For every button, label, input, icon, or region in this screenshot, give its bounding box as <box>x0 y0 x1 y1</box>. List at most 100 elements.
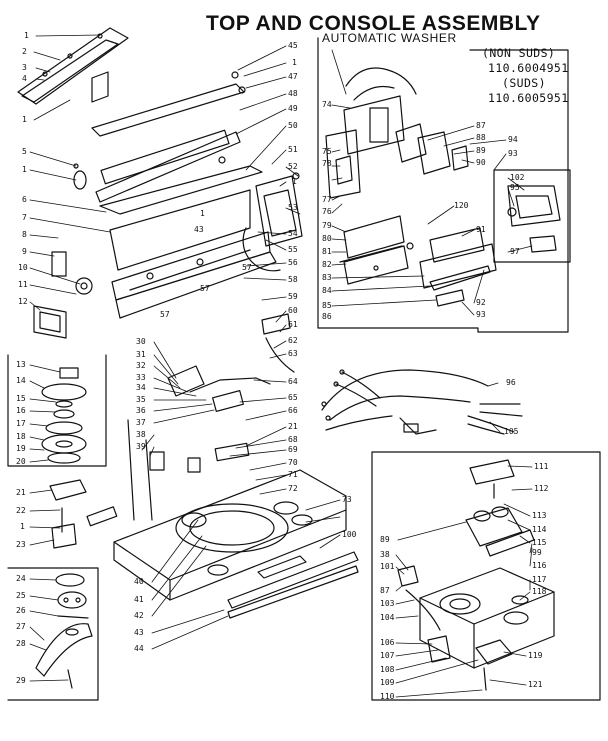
part-callout: 51 <box>288 145 298 154</box>
part-callout: 89 <box>476 146 486 155</box>
part-callout: 61 <box>288 320 298 329</box>
part-callout: 17 <box>16 419 26 428</box>
dispenser-valve <box>493 169 571 263</box>
washer-top-panel <box>113 469 347 601</box>
part-callout: 108 <box>380 665 395 674</box>
part-callout: 29 <box>16 676 26 685</box>
part-callout: 114 <box>532 525 547 534</box>
timer-and-switches <box>33 163 93 339</box>
part-callout: 88 <box>476 133 486 142</box>
part-callout: 31 <box>136 350 146 359</box>
part-callout: 111 <box>534 462 549 471</box>
part-callout: 107 <box>380 651 395 660</box>
water-level-switch <box>339 215 497 307</box>
part-callout: 16 <box>16 406 26 415</box>
part-callout: 28 <box>16 639 26 648</box>
part-callout: 118 <box>532 587 547 596</box>
part-callout: 42 <box>134 611 144 620</box>
clutch-stack <box>41 367 87 464</box>
part-callout: 21 <box>16 488 26 497</box>
part-callout: 37 <box>136 418 146 427</box>
part-callout: 49 <box>288 104 298 113</box>
part-callout: 11 <box>18 280 28 289</box>
part-callout: 12 <box>18 297 28 306</box>
part-callout: 73 <box>342 495 352 504</box>
part-callout: 78 <box>322 159 332 168</box>
part-callout: 97 <box>510 247 520 256</box>
part-callout: 57 <box>160 310 170 319</box>
part-callout: 69 <box>288 445 298 454</box>
lid-hinge-inset-frame <box>7 567 99 701</box>
motor-bracket-inset-frame <box>371 451 601 701</box>
part-callout: 62 <box>288 336 298 345</box>
part-callout: 1 <box>24 31 29 40</box>
part-callout: 43 <box>134 628 144 637</box>
part-callout: 90 <box>476 158 486 167</box>
part-callout: 89 <box>380 535 390 544</box>
part-callout: 23 <box>16 540 26 549</box>
part-callout: 50 <box>288 121 298 130</box>
diagram-title: TOP AND CONSOLE ASSEMBLY <box>206 12 541 35</box>
part-callout: 33 <box>136 373 146 382</box>
transmission-inset-frame <box>7 354 107 467</box>
part-callout: 77 <box>322 195 332 204</box>
part-callout: 19 <box>16 444 26 453</box>
part-callout: 104 <box>380 613 395 622</box>
part-callout: 4 <box>22 74 27 83</box>
part-callout: 110 <box>380 692 395 701</box>
part-callout: 92 <box>476 298 486 307</box>
part-callout: 83 <box>322 273 332 282</box>
part-callout: 68 <box>288 435 298 444</box>
part-callout: 99 <box>532 548 542 557</box>
part-callout: 36 <box>136 406 146 415</box>
part-callout: 25 <box>16 591 26 600</box>
part-callout: 72 <box>288 484 298 493</box>
part-callout: 30 <box>136 337 146 346</box>
part-callout: 24 <box>16 574 26 583</box>
part-callout: 35 <box>136 395 146 404</box>
part-callout: 63 <box>288 349 298 358</box>
part-callout: 53 <box>288 203 298 212</box>
part-callout: 101 <box>380 562 395 571</box>
part-callout: 7 <box>22 213 27 222</box>
part-callout: 32 <box>136 361 146 370</box>
part-callout: 1 <box>200 209 205 218</box>
part-callout: 20 <box>16 457 26 466</box>
part-callout: 21 <box>288 422 298 431</box>
part-callout: 84 <box>322 286 332 295</box>
part-callout: 38 <box>380 550 390 559</box>
model-number-suds: 110.6005951 <box>488 91 569 105</box>
part-callout: 14 <box>16 376 26 385</box>
part-callout: 96 <box>506 378 516 387</box>
part-callout: 18 <box>16 432 26 441</box>
part-callout: 100 <box>342 530 357 539</box>
part-callout: 1 <box>22 115 27 124</box>
part-callout: 2 <box>22 47 27 56</box>
part-callout: 86 <box>322 312 332 321</box>
part-callout: 121 <box>528 680 543 689</box>
part-callout: 103 <box>380 599 395 608</box>
part-callout: 15 <box>16 394 26 403</box>
part-callout: 56 <box>288 258 298 267</box>
part-callout: 82 <box>322 260 332 269</box>
part-callout: 52 <box>288 162 298 171</box>
lid-hinge <box>35 573 93 689</box>
part-callout: 109 <box>380 678 395 687</box>
part-callout: 45 <box>288 41 298 50</box>
motor-bracket <box>397 459 555 691</box>
automatic-washer-inset-frame <box>317 37 569 333</box>
part-callout: 105 <box>504 427 519 436</box>
part-callout: 6 <box>22 195 27 204</box>
part-callout: 116 <box>532 561 547 570</box>
part-callout: 94 <box>508 135 518 144</box>
part-callout: 93 <box>508 149 518 158</box>
part-callout: 1 <box>292 177 297 186</box>
part-callout: 91 <box>476 225 486 234</box>
part-callout: 95 <box>510 183 520 192</box>
part-callout: 13 <box>16 360 26 369</box>
part-callout: 65 <box>288 393 298 402</box>
part-callout: 9 <box>22 247 27 256</box>
part-callout: 39 <box>136 442 146 451</box>
part-callout: 117 <box>532 575 547 584</box>
